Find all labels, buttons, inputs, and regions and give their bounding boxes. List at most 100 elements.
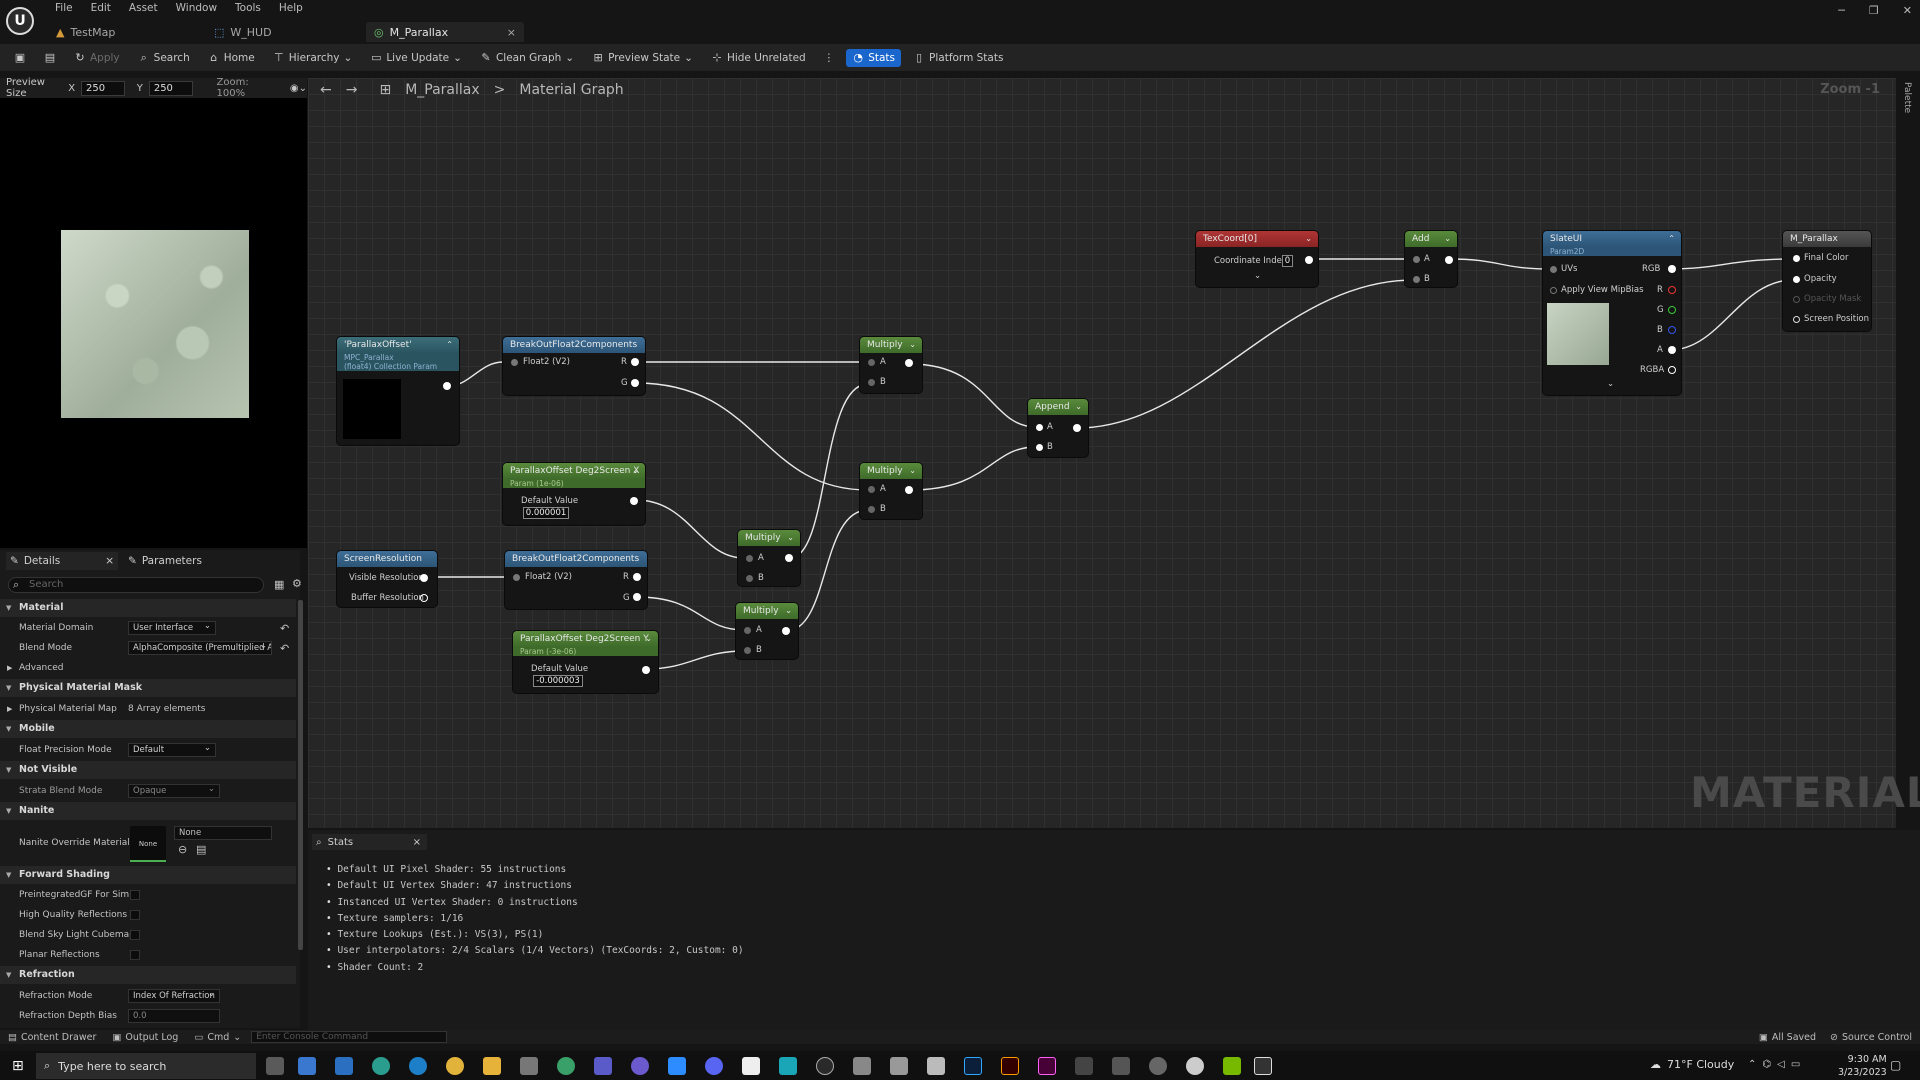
expand-chevron-icon[interactable]: ⌄ bbox=[1254, 271, 1262, 281]
app-icon[interactable] bbox=[742, 1057, 760, 1075]
network-icon[interactable]: ⌬ bbox=[1762, 1059, 1772, 1070]
minimize-icon[interactable]: ─ bbox=[1838, 4, 1845, 17]
output-pin-g[interactable] bbox=[633, 593, 641, 601]
calculator-icon[interactable] bbox=[890, 1057, 908, 1075]
output-pin-g[interactable] bbox=[631, 379, 639, 387]
collapse-icon[interactable]: ⌃ bbox=[446, 340, 453, 349]
battery-icon[interactable]: ▭ bbox=[1790, 1059, 1801, 1070]
node-multiply-1[interactable]: Multiply⌄ A B bbox=[860, 337, 922, 393]
back-arrow-icon[interactable]: ← bbox=[320, 82, 332, 98]
category-advanced[interactable]: ▶Advanced bbox=[0, 658, 296, 678]
zoom-icon[interactable] bbox=[668, 1057, 686, 1075]
epic-icon[interactable] bbox=[1075, 1057, 1093, 1075]
output-pin[interactable] bbox=[642, 666, 650, 674]
node-material-result[interactable]: M_Parallax Final Color Opacity Opacity M… bbox=[1783, 231, 1871, 331]
details-scrollbar[interactable] bbox=[298, 600, 303, 950]
output-pin-r[interactable] bbox=[633, 573, 641, 581]
menu-edit[interactable]: Edit bbox=[90, 2, 111, 14]
close-icon[interactable]: × bbox=[412, 836, 421, 848]
weather-widget[interactable]: ☁71°F Cloudy bbox=[1650, 1058, 1734, 1071]
chevron-down-icon[interactable]: ⌄ bbox=[1075, 402, 1082, 411]
output-pin-a[interactable] bbox=[1668, 346, 1676, 354]
app-icon[interactable] bbox=[1112, 1057, 1130, 1075]
platform-stats-button[interactable]: ▯Platform Stats bbox=[907, 49, 1009, 67]
palette-tab[interactable]: Palette bbox=[1902, 82, 1912, 114]
node-screen-resolution[interactable]: ScreenResolution Visible Resolution Buff… bbox=[337, 551, 437, 607]
reset-icon[interactable]: ↶ bbox=[280, 642, 290, 655]
taskbar-search[interactable]: ⌕Type here to search bbox=[36, 1053, 256, 1079]
chevron-down-icon[interactable]: ⌄ bbox=[1305, 234, 1312, 243]
edge-icon[interactable] bbox=[372, 1057, 390, 1075]
taskview-icon[interactable] bbox=[266, 1057, 284, 1075]
stats-button[interactable]: ◔Stats bbox=[846, 48, 902, 67]
cmd-dropdown[interactable]: ▭Cmd ⌄ bbox=[194, 1031, 242, 1043]
input-pin-final-color[interactable] bbox=[1793, 255, 1800, 262]
search-button[interactable]: ⌕Search bbox=[132, 49, 196, 67]
output-pin[interactable] bbox=[1305, 256, 1313, 264]
node-multiply-2[interactable]: Multiply⌄ A B bbox=[860, 463, 922, 519]
tray-chevron-icon[interactable]: ⌃ bbox=[1748, 1059, 1757, 1070]
chrome-icon[interactable] bbox=[446, 1057, 464, 1075]
content-drawer-button[interactable]: ▤Content Drawer bbox=[8, 1032, 96, 1043]
photoshop-icon[interactable] bbox=[964, 1057, 982, 1075]
input-pin-opacity-mask[interactable] bbox=[1793, 296, 1800, 303]
output-pin-buffer[interactable] bbox=[420, 594, 428, 602]
input-pin[interactable] bbox=[513, 574, 520, 581]
menu-window[interactable]: Window bbox=[175, 2, 218, 14]
close-window-icon[interactable]: ✕ bbox=[1902, 4, 1912, 17]
node-append[interactable]: Append⌄ A B bbox=[1028, 399, 1088, 457]
blend-mode-dropdown[interactable]: AlphaComposite (Premultiplied A bbox=[128, 641, 272, 655]
chevron-down-icon[interactable]: ⌄ bbox=[645, 634, 652, 643]
output-pin-r[interactable] bbox=[631, 358, 639, 366]
gear-icon[interactable]: ⚙ bbox=[292, 577, 302, 590]
input-pin[interactable] bbox=[511, 359, 518, 366]
preview-state-button[interactable]: ⊞Preview State ⌄ bbox=[593, 50, 693, 64]
save-button[interactable]: ▣ bbox=[8, 49, 32, 67]
output-log-button[interactable]: ▣Output Log bbox=[112, 1032, 178, 1043]
output-pin[interactable] bbox=[785, 554, 793, 562]
material-graph-canvas[interactable] bbox=[308, 78, 1896, 828]
node-breakout-float2-1[interactable]: BreakOutFloat2Components Float2 (V2) R G bbox=[503, 337, 645, 395]
console-input[interactable]: Enter Console Command bbox=[251, 1031, 448, 1043]
chevron-down-icon[interactable]: ⌄ bbox=[632, 466, 639, 475]
menu-file[interactable]: File bbox=[55, 2, 73, 14]
node-add[interactable]: Add⌄ A B bbox=[1405, 231, 1457, 287]
apply-button[interactable]: ↻Apply bbox=[68, 49, 126, 67]
input-pin-b[interactable] bbox=[746, 575, 753, 582]
table-view-icon[interactable]: ▦ bbox=[274, 578, 285, 591]
output-pin[interactable] bbox=[905, 486, 913, 494]
node-deg2screen-y[interactable]: ParallaxOffset Deg2Screen Y⌄ Param (-3e-… bbox=[513, 631, 658, 693]
output-pin[interactable] bbox=[1073, 424, 1081, 432]
input-pin-opacity[interactable] bbox=[1793, 276, 1800, 283]
planar-checkbox[interactable] bbox=[130, 950, 140, 960]
tab-parameters[interactable]: ✎Parameters bbox=[128, 552, 202, 570]
notepad-icon[interactable] bbox=[927, 1057, 945, 1075]
input-pin-b[interactable] bbox=[868, 379, 875, 386]
collapse-icon[interactable]: ⌃ bbox=[1668, 234, 1675, 243]
preintegrated-checkbox[interactable] bbox=[130, 890, 140, 900]
forward-arrow-icon[interactable]: → bbox=[345, 82, 358, 98]
input-pin-a[interactable] bbox=[746, 555, 753, 562]
refraction-mode-dropdown[interactable]: Index Of Refraction bbox=[128, 988, 220, 1003]
app-icon[interactable] bbox=[779, 1057, 797, 1075]
output-pin-rgb[interactable] bbox=[1668, 265, 1676, 273]
category-forward-shading[interactable]: Forward Shading bbox=[0, 866, 296, 884]
edge-beta-icon[interactable] bbox=[409, 1057, 427, 1075]
nvidia-icon[interactable] bbox=[1223, 1057, 1241, 1075]
output-pin-rgba[interactable] bbox=[1668, 366, 1676, 374]
home-button[interactable]: ⌂Home bbox=[202, 49, 261, 67]
tab-whud[interactable]: ⬚ W_HUD bbox=[206, 22, 356, 42]
breadcrumb-asset[interactable]: M_Parallax bbox=[405, 82, 480, 98]
input-pin-a[interactable] bbox=[744, 627, 751, 634]
node-parallax-offset[interactable]: 'ParallaxOffset'⌃ MPC_Parallax (float4) … bbox=[337, 337, 459, 445]
volume-icon[interactable]: ◁ bbox=[1777, 1059, 1785, 1070]
blend-sky-checkbox[interactable] bbox=[130, 930, 140, 940]
output-pin-g[interactable] bbox=[1668, 306, 1676, 314]
hq-reflections-checkbox[interactable] bbox=[130, 910, 140, 920]
explorer-icon[interactable] bbox=[483, 1057, 501, 1075]
output-pin[interactable] bbox=[443, 382, 451, 390]
input-pin-a[interactable] bbox=[1413, 256, 1420, 263]
live-update-button[interactable]: ▭Live Update ⌄ bbox=[371, 50, 462, 64]
illustrator-icon[interactable] bbox=[1001, 1057, 1019, 1075]
